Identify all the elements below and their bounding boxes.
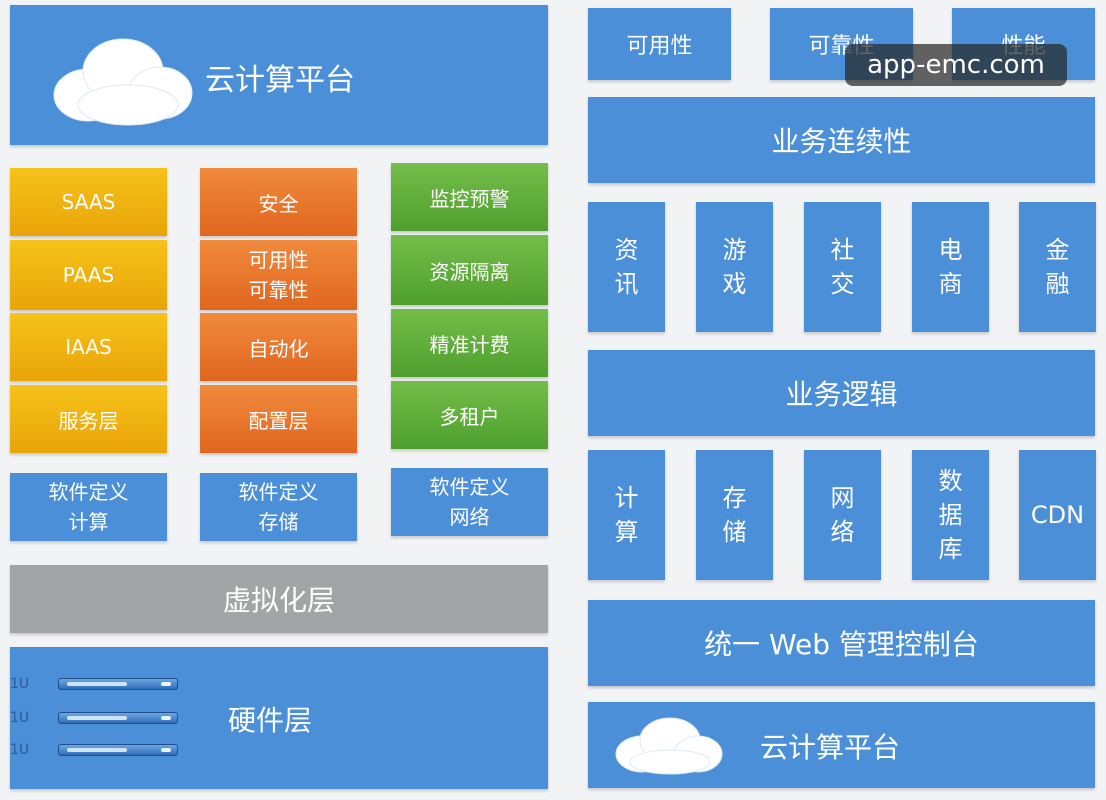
cloud-icon: [615, 717, 723, 775]
web-console: 统一 Web 管理控制台: [588, 600, 1095, 686]
server-rack-icon: 1U: [10, 676, 178, 692]
green-isolation: 资源隔离: [391, 235, 548, 305]
layer-iaas: IAAS: [10, 313, 167, 381]
layer-paas: PAAS: [10, 240, 167, 310]
infra-storage: 存 储: [696, 450, 773, 580]
right-availability: 可用性: [588, 8, 731, 80]
infra-network: 网 络: [804, 450, 881, 580]
sd-network: 软件定义 网络: [391, 468, 548, 536]
server-unit-label: 1U: [10, 676, 30, 692]
green-monitoring: 监控预警: [391, 163, 548, 231]
orange-security: 安全: [200, 168, 357, 236]
left-top-banner: 云计算平台: [10, 5, 548, 145]
app-games: 游 戏: [696, 202, 773, 332]
infra-cdn: CDN: [1019, 450, 1096, 580]
infra-database: 数 据 库: [912, 450, 989, 580]
server-bar: [58, 712, 178, 724]
app-social: 社 交: [804, 202, 881, 332]
server-rack-icon: 1U: [10, 742, 178, 758]
app-news: 资 讯: [588, 202, 665, 332]
left-top-banner-label: 云计算平台: [205, 63, 355, 98]
server-unit-label: 1U: [10, 710, 30, 726]
app-ecommerce: 电 商: [912, 202, 989, 332]
virtualization-layer: 虚拟化层: [10, 565, 548, 633]
hardware-layer-label: 硬件层: [228, 704, 313, 737]
infra-compute: 计 算: [588, 450, 665, 580]
server-rack-icon: 1U: [10, 710, 178, 726]
server-bar: [58, 678, 178, 690]
green-billing: 精准计费: [391, 309, 548, 377]
business-logic: 业务逻辑: [588, 350, 1095, 436]
cloud-icon: [53, 38, 193, 126]
layer-service: 服务层: [10, 385, 167, 453]
business-continuity: 业务连续性: [588, 97, 1095, 183]
server-unit-label: 1U: [10, 742, 30, 758]
hardware-layer: 硬件层: [10, 647, 548, 789]
server-bar: [58, 744, 178, 756]
orange-config-layer: 配置层: [200, 385, 357, 453]
sd-storage: 软件定义 存储: [200, 473, 357, 541]
layer-saas: SAAS: [10, 168, 167, 236]
orange-automation: 自动化: [200, 313, 357, 381]
sd-compute: 软件定义 计算: [10, 473, 167, 541]
right-bottom-banner-label: 云计算平台: [760, 731, 901, 764]
right-bottom-banner: 云计算平台: [588, 702, 1095, 788]
app-finance: 金 融: [1019, 202, 1096, 332]
watermark: app-emc.com: [845, 44, 1067, 86]
green-multitenant: 多租户: [391, 381, 548, 449]
orange-availability-reliability: 可用性 可靠性: [200, 240, 357, 310]
